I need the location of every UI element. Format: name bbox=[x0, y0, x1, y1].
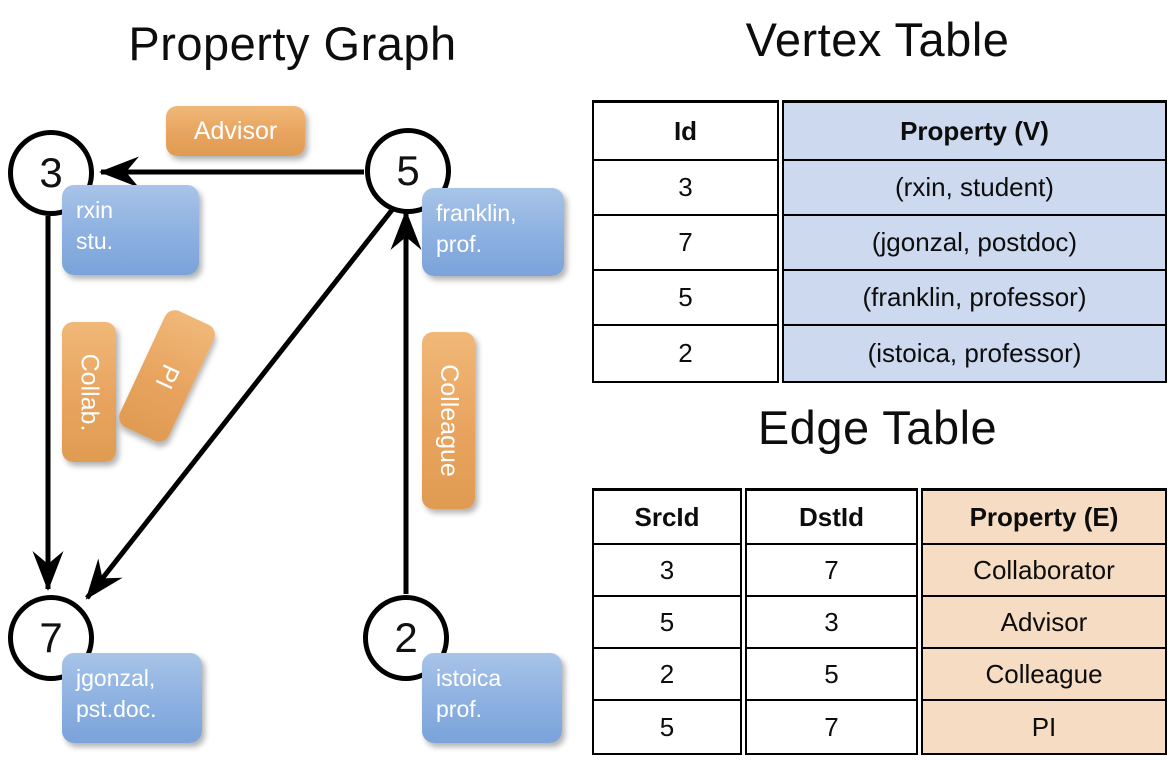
vertex-property-box-istoica: istoica prof. bbox=[422, 653, 562, 743]
table-row: 7 bbox=[594, 216, 777, 271]
edge-label-colleague-text: Colleague bbox=[435, 364, 463, 477]
vertex-table: Id 3 7 5 2 Property (V) (rxin, student) … bbox=[592, 100, 1167, 383]
edge-label-collab-text: Collab. bbox=[75, 353, 104, 431]
vertex-property-box-jgonzal: jgonzal, pst.doc. bbox=[62, 653, 202, 743]
graph-vertex-2-id: 2 bbox=[394, 614, 418, 661]
vertex-table-header-property: Property (V) bbox=[784, 103, 1165, 161]
graph-edge-arrows bbox=[32, 156, 422, 600]
edge-table-header-srcid: SrcId bbox=[594, 491, 740, 545]
table-row: 5 bbox=[659, 711, 675, 742]
table-row: Advisor bbox=[923, 597, 1165, 649]
edge-table-column-property: Property (E) Collaborator Advisor Collea… bbox=[921, 488, 1167, 755]
table-row: 5 bbox=[594, 271, 777, 326]
vertex-table-column-id: Id 3 7 5 2 bbox=[592, 100, 779, 383]
table-row: Colleague bbox=[923, 649, 1165, 701]
vertex-property-box-rxin: rxin stu. bbox=[62, 185, 199, 275]
table-row: (rxin, student) bbox=[784, 161, 1165, 216]
table-row: 3 bbox=[594, 161, 777, 216]
edge-label-collab: Collab. bbox=[62, 322, 116, 462]
edge-label-colleague: Colleague bbox=[422, 332, 475, 509]
property-graph-diagram: Advisor Collab. PI Colleague 3 5 7 2 rxi… bbox=[8, 106, 564, 743]
edge-label-advisor-text: Advisor bbox=[193, 116, 278, 145]
page-title-edge-table: Edge Table bbox=[757, 401, 998, 454]
table-row: (istoica, professor) bbox=[784, 326, 1165, 381]
vertex-table-header-id: Id bbox=[594, 103, 777, 161]
table-row: 7 bbox=[747, 545, 916, 597]
edge-table: SrcId 3 5 2 5 DstId 7 3 5 7 Property (E)… bbox=[592, 488, 1167, 755]
table-row: 2 bbox=[594, 649, 740, 701]
edge-table-header-dstid: DstId bbox=[747, 491, 916, 545]
table-row: 7 bbox=[824, 711, 839, 742]
page-title-property-graph: Property Graph bbox=[128, 17, 457, 70]
table-row: 5 bbox=[747, 649, 916, 701]
vertex-property-box-franklin: franklin, prof. bbox=[422, 188, 564, 276]
edge-label-advisor: Advisor bbox=[166, 106, 305, 156]
table-row: (franklin, professor) bbox=[784, 271, 1165, 326]
edge-table-column-srcid: SrcId 3 5 2 5 bbox=[592, 488, 742, 755]
table-row: Collaborator bbox=[923, 545, 1165, 597]
edge-table-header-property: Property (E) bbox=[923, 491, 1165, 545]
edge-arrow-5-to-7 bbox=[85, 208, 394, 600]
table-row: 2 bbox=[678, 338, 693, 368]
table-row: 3 bbox=[747, 597, 916, 649]
graph-vertex-5[interactable]: 5 bbox=[365, 128, 451, 214]
graph-vertex-5-id: 5 bbox=[396, 147, 420, 194]
edge-table-column-dstid: DstId 7 3 5 7 bbox=[745, 488, 918, 755]
table-row: (jgonzal, postdoc) bbox=[784, 216, 1165, 271]
table-row: PI bbox=[923, 701, 1165, 753]
edge-label-pi-text: PI bbox=[149, 359, 186, 393]
vertex-table-column-property: Property (V) (rxin, student) (jgonzal, p… bbox=[782, 100, 1167, 383]
page-title-vertex-table: Vertex Table bbox=[745, 13, 1010, 66]
table-row: 5 bbox=[594, 597, 740, 649]
graph-vertex-7-id: 7 bbox=[39, 614, 63, 661]
graph-vertex-3-id: 3 bbox=[39, 149, 63, 196]
graph-vertex-2[interactable]: 2 bbox=[363, 595, 449, 681]
table-row: 3 bbox=[594, 545, 740, 597]
